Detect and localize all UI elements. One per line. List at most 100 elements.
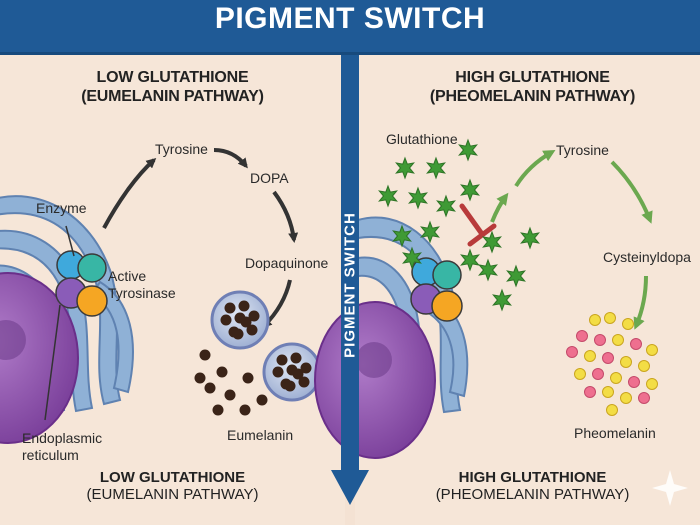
right-nucleolus [356, 342, 392, 378]
eumelanin-granule [216, 366, 228, 378]
left-footer: LOW GLUTATHIONE (EUMELANIN PATHWAY) [55, 469, 290, 503]
left-label-dopaquinone: Dopaquinone [245, 255, 329, 271]
glutathione-star [492, 288, 512, 312]
glutathione-star [408, 186, 428, 210]
right-footer-line2: (PHEOMELANIN PATHWAY) [435, 486, 630, 503]
eumelanin-granule [238, 300, 250, 312]
pheomelanin-granule [606, 404, 618, 416]
eumelanin-granule [232, 328, 244, 340]
eumelanin-granule [284, 380, 296, 392]
er-label-line2: reticulum [22, 447, 79, 463]
glutathione-star [482, 230, 502, 254]
eumelanin-granule [272, 366, 284, 378]
eumelanin-vesicles [210, 290, 322, 402]
eumelanin-granule [240, 316, 252, 328]
pheomelanin-granule [576, 330, 588, 342]
pheomelanin-granule [612, 334, 624, 346]
pheomelanin-granule [589, 314, 601, 326]
active-tyrosinase-line1: Active [108, 268, 147, 284]
pheomelanin-granule [584, 386, 596, 398]
eumelanin-granule [292, 368, 304, 380]
pheomelanin-granule [566, 346, 578, 358]
pheomelanin-granule [602, 352, 614, 364]
eumelanin-free-granules [194, 349, 268, 416]
eumelanin-granule [276, 354, 288, 366]
page-title: PIGMENT SWITCH [214, 2, 486, 35]
left-tyrosinase-enzyme [55, 250, 108, 317]
enzyme-pointer-line [65, 225, 75, 257]
pheomelanin-granule [594, 334, 606, 346]
center-switch-arrow [331, 55, 369, 505]
left-label-tyrosine: Tyrosine [155, 141, 208, 157]
pheomelanin-granule [602, 386, 614, 398]
right-label-tyrosine: Tyrosine [556, 142, 609, 158]
pheomelanin-granule [646, 344, 658, 356]
right-tyrosinase-enzyme [410, 257, 463, 322]
right-label-pheomelanin: Pheomelanin [574, 425, 656, 441]
glutathione-star [458, 138, 478, 162]
right-nucleus [314, 301, 436, 459]
active-tyrosinase-line2: Tyrosinase [108, 285, 176, 301]
er-label-line1: Endoplasmic [22, 430, 103, 446]
pheomelanin-granule [638, 392, 650, 404]
eumelanin-granule [239, 404, 251, 416]
left-label-endoplasmic-reticulum: Endoplasmic reticulum [22, 430, 102, 464]
eumelanin-granule [300, 362, 312, 374]
eumelanin-granule [224, 389, 236, 401]
eumelanin-granule [298, 376, 310, 388]
glutathione-star [520, 226, 540, 250]
right-footer-line1: HIGH GLUTATHIONE [458, 469, 607, 486]
glutathione-star [420, 220, 440, 244]
eumelanin-granule [242, 372, 254, 384]
left-nucleolus [0, 320, 26, 360]
pheomelanin-granule [638, 360, 650, 372]
pheomelanin-granule [628, 376, 640, 388]
glutathione-star [402, 246, 422, 270]
pheomelanin-granule [620, 392, 632, 404]
glutathione-star [436, 194, 456, 218]
banner-underline [0, 52, 700, 55]
right-heading-line2: (PHEOMELANIN PATHWAY) [429, 88, 636, 105]
glutathione-star [392, 224, 412, 248]
pheomelanin-granule [592, 368, 604, 380]
pheomelanin-granule [584, 350, 596, 362]
eumelanin-granule [220, 314, 232, 326]
title-banner [0, 0, 700, 55]
right-footer: HIGH GLUTATHIONE (PHEOMELANIN PATHWAY) [410, 469, 655, 503]
glutathione-star [460, 178, 480, 202]
left-label-enzyme: Enzyme [36, 200, 87, 216]
eumelanin-granule [204, 382, 216, 394]
eumelanin-granule [248, 310, 260, 322]
left-label-eumelanin: Eumelanin [227, 427, 294, 443]
glutathione-molecules [378, 138, 540, 312]
eumelanin-granule [290, 352, 302, 364]
er-pointer-line [44, 304, 61, 421]
right-heading-line1: HIGH GLUTATHIONE [455, 69, 610, 86]
pheomelanin-granule [610, 372, 622, 384]
pheomelanin-granule [574, 368, 586, 380]
eumelanin-granule [224, 302, 236, 314]
right-label-glutathione: Glutathione [386, 131, 458, 147]
pheomelanin-granules [566, 312, 658, 416]
center-vertical-label: PIGMENT SWITCH [341, 212, 359, 358]
inhibition-symbol [459, 203, 497, 247]
eumelanin-granule [256, 394, 268, 406]
eumelanin-granule [194, 372, 206, 384]
eumelanin-granule [246, 324, 258, 336]
left-label-active-tyrosinase: Active Tyrosinase [108, 268, 176, 302]
pheomelanin-granule [620, 356, 632, 368]
sparkle-icon [652, 470, 688, 506]
eumelanin-granule [199, 349, 211, 361]
glutathione-star [506, 264, 526, 288]
glutathione-star [378, 184, 398, 208]
pheomelanin-granule [630, 338, 642, 350]
left-footer-line2: (EUMELANIN PATHWAY) [86, 486, 259, 503]
right-pathway-arrows [490, 150, 653, 330]
pheomelanin-granule [622, 318, 634, 330]
pheomelanin-granule [646, 378, 658, 390]
left-label-dopa: DOPA [250, 170, 289, 186]
glutathione-star [426, 156, 446, 180]
left-heading-line1: LOW GLUTATHIONE [96, 69, 249, 86]
glutathione-star [460, 248, 480, 272]
